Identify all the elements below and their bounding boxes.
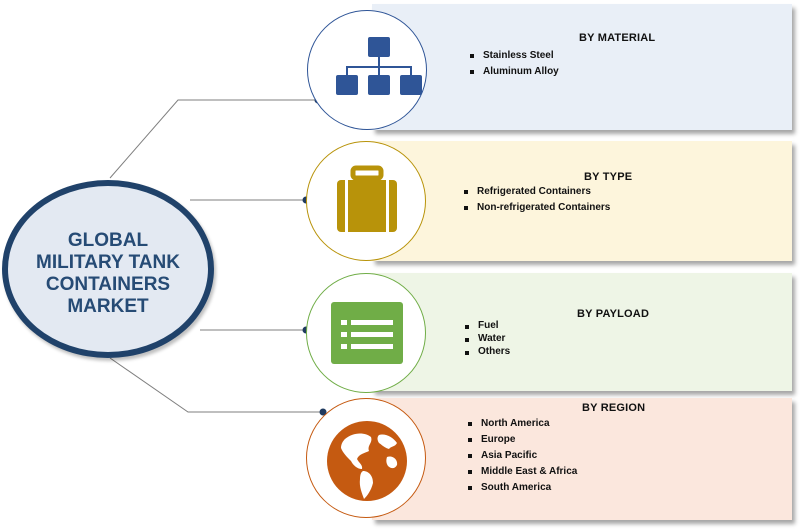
hierarchy-icon bbox=[336, 37, 422, 95]
segment-items: Refrigerated Containers Non-refrigerated… bbox=[464, 184, 610, 216]
segment-title: BY REGION bbox=[582, 402, 646, 414]
hub-title-line: MILITARY TANK bbox=[36, 252, 180, 273]
segment-icon-circle-material bbox=[307, 10, 427, 130]
segment-item: Refrigerated Containers bbox=[464, 184, 610, 200]
segment-item: Stainless Steel bbox=[470, 48, 559, 64]
connector-region bbox=[109, 357, 323, 413]
segment-panel-payload: BY PAYLOAD Fuel Water Others bbox=[372, 273, 792, 391]
segment-item: North America bbox=[468, 416, 577, 432]
list-form-icon bbox=[331, 302, 403, 364]
segment-icon-circle-payload bbox=[306, 273, 426, 393]
globe-icon bbox=[327, 421, 407, 501]
hub-title: GLOBAL MILITARY TANK CONTAINERS MARKET bbox=[8, 230, 208, 318]
segment-item: Fuel bbox=[465, 319, 510, 332]
hub-title-line: GLOBAL bbox=[67, 230, 149, 251]
hub-title-line: MARKET bbox=[67, 296, 149, 317]
segment-icon-circle-region bbox=[306, 398, 426, 518]
segment-item: Aluminum Alloy bbox=[470, 64, 559, 80]
connector-material bbox=[109, 99, 318, 179]
segment-item: Asia Pacific bbox=[468, 448, 577, 464]
segment-item: South America bbox=[468, 480, 577, 496]
segment-items: Fuel Water Others bbox=[465, 319, 510, 358]
segment-title: BY MATERIAL bbox=[579, 32, 656, 44]
segment-panel-region: BY REGION North America Europe Asia Paci… bbox=[372, 398, 792, 520]
market-hub-circle: GLOBAL MILITARY TANK CONTAINERS MARKET bbox=[2, 180, 214, 358]
segment-item: Water bbox=[465, 332, 510, 345]
segment-title: BY PAYLOAD bbox=[577, 308, 650, 320]
segment-item: Middle East & Africa bbox=[468, 464, 577, 480]
segment-items: North America Europe Asia Pacific Middle… bbox=[468, 416, 577, 496]
segment-items: Stainless Steel Aluminum Alloy bbox=[470, 48, 559, 80]
segment-title: BY TYPE bbox=[584, 171, 633, 183]
segment-panel-material: BY MATERIAL Stainless Steel Aluminum All… bbox=[372, 4, 792, 130]
segment-item: Europe bbox=[468, 432, 577, 448]
segment-icon-circle-type bbox=[306, 141, 426, 261]
segment-panel-type: BY TYPE Refrigerated Containers Non-refr… bbox=[372, 141, 792, 261]
segment-item: Non-refrigerated Containers bbox=[464, 200, 610, 216]
briefcase-icon bbox=[337, 165, 397, 232]
hub-title-line: CONTAINERS bbox=[45, 274, 171, 295]
segment-item: Others bbox=[465, 345, 510, 358]
